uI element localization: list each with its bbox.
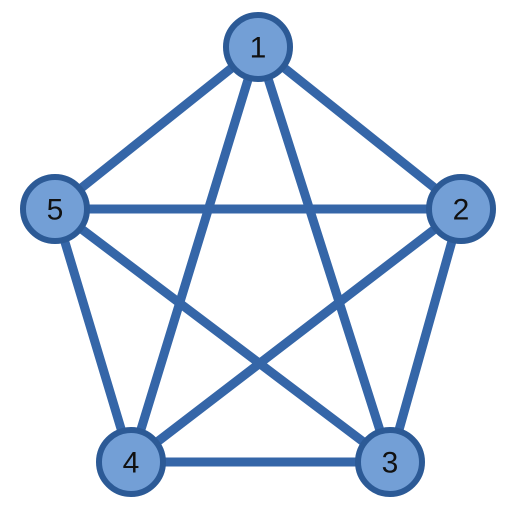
node-4: 4: [96, 427, 166, 497]
edge-1-2: [253, 42, 466, 214]
edge-1-4: [126, 42, 263, 467]
node-3-label: 3: [382, 447, 399, 480]
node-layer: 1 2 3 4 5: [20, 12, 496, 497]
node-3: 3: [355, 427, 425, 497]
node-1-circle: [223, 12, 293, 82]
node-5-circle: [20, 174, 90, 244]
edge-layer: [50, 42, 466, 467]
edge-2-4: [126, 204, 466, 467]
node-1: 1: [223, 12, 293, 82]
node-2: 2: [426, 174, 496, 244]
node-1-label: 1: [250, 32, 267, 65]
node-5: 5: [20, 174, 90, 244]
node-4-circle: [96, 427, 166, 497]
edge-4-5: [50, 204, 136, 467]
node-2-circle: [426, 174, 496, 244]
edge-2-3: [385, 204, 466, 467]
edge-1-3: [253, 42, 395, 467]
node-3-circle: [355, 427, 425, 497]
node-4-label: 4: [123, 447, 140, 480]
edge-1-5: [50, 42, 263, 214]
node-2-label: 2: [453, 194, 470, 227]
edge-3-5: [50, 204, 395, 467]
node-5-label: 5: [47, 194, 64, 227]
